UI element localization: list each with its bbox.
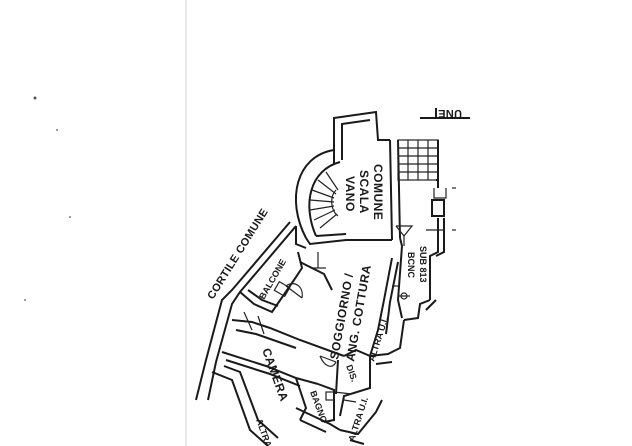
scan-speck: [69, 216, 71, 218]
outer-wall: [195, 221, 297, 446]
scan-speck: [24, 299, 26, 301]
vano-label-line1: VANO: [343, 176, 357, 212]
bcnc-label-line1: BCNC: [406, 252, 416, 278]
right-wall: [403, 108, 470, 321]
stairwell: [294, 110, 439, 246]
vano-label-line2: SCALA: [357, 170, 371, 214]
altra-ui-walls: [339, 319, 405, 445]
une-label: UNE: [438, 107, 462, 119]
scan-speck: [33, 96, 37, 100]
bcnc-corridor: [395, 225, 414, 319]
altra-ui-label-2: ALTRA U.I.: [346, 396, 370, 443]
living-room-walls: [239, 226, 400, 357]
spiral-steps: [309, 171, 339, 229]
bcnc-label-line2: SUB 813: [418, 246, 428, 283]
vano-label-line3: COMUNE: [371, 164, 385, 220]
stair-flight: [397, 139, 439, 181]
bedroom-walls: [221, 311, 345, 421]
altra-ui-label-3: ALTRA U.I.: [254, 417, 279, 446]
scan-speck: [56, 129, 58, 131]
bathroom-walls: [295, 348, 371, 433]
dis-label: DIS.: [344, 363, 359, 383]
